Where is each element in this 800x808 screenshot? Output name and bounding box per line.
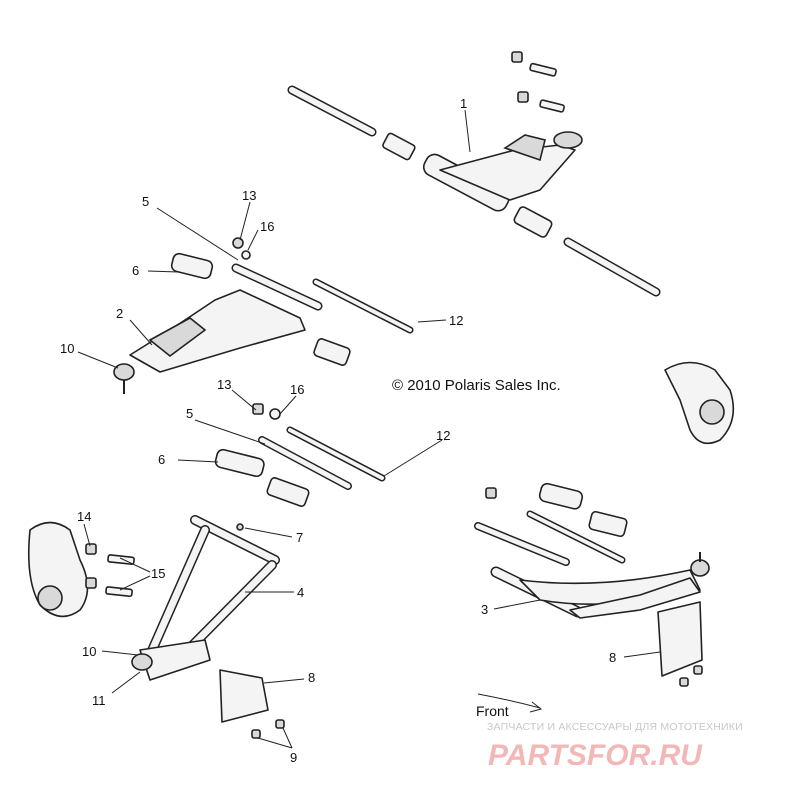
callout-16-lower: 16 bbox=[290, 382, 304, 397]
callout-11: 11 bbox=[92, 693, 106, 708]
callout-10-lower: 10 bbox=[82, 644, 96, 659]
callout-10-upper: 10 bbox=[60, 341, 74, 356]
callout-13-upper: 13 bbox=[242, 188, 256, 203]
watermark-tagline: ЗАПЧАСТИ И АКСЕССУАРЫ ДЛЯ МОТОТЕХНИКИ bbox=[487, 721, 743, 733]
leader-lines bbox=[77, 109, 661, 749]
callout-12-lower: 12 bbox=[436, 428, 450, 443]
lower-a-arm-left bbox=[27, 515, 285, 739]
callout-12-upper: 12 bbox=[449, 313, 463, 328]
callout-13-lower: 13 bbox=[217, 377, 231, 392]
callout-5-upper: 5 bbox=[142, 194, 149, 209]
upper-a-arm-right bbox=[287, 51, 661, 297]
callout-7: 7 bbox=[296, 530, 303, 545]
callout-6-upper: 6 bbox=[132, 263, 139, 278]
callout-4: 4 bbox=[297, 585, 304, 600]
lower-a-arm-right bbox=[474, 361, 735, 687]
watermark-logo: PARTSFOR.RU bbox=[488, 739, 703, 772]
callout-5-lower: 5 bbox=[186, 406, 193, 421]
upper-a-arm-left bbox=[113, 237, 414, 394]
copyright-notice: © 2010 Polaris Sales Inc. bbox=[392, 377, 561, 394]
callouts: 1 2 3 4 5 5 6 6 7 8 8 9 10 10 11 12 12 1… bbox=[60, 96, 616, 765]
callout-8-left: 8 bbox=[308, 670, 315, 685]
callout-14: 14 bbox=[77, 509, 91, 524]
callout-8-right: 8 bbox=[609, 650, 616, 665]
front-direction-label: Front bbox=[476, 703, 509, 719]
callout-2: 2 bbox=[116, 306, 123, 321]
callout-6-lower: 6 bbox=[158, 452, 165, 467]
callout-15: 15 bbox=[151, 566, 165, 581]
callout-3: 3 bbox=[481, 602, 488, 617]
callout-16-upper: 16 bbox=[260, 219, 274, 234]
center-hardware bbox=[214, 403, 386, 507]
callout-1: 1 bbox=[460, 96, 467, 111]
callout-9: 9 bbox=[290, 750, 297, 765]
